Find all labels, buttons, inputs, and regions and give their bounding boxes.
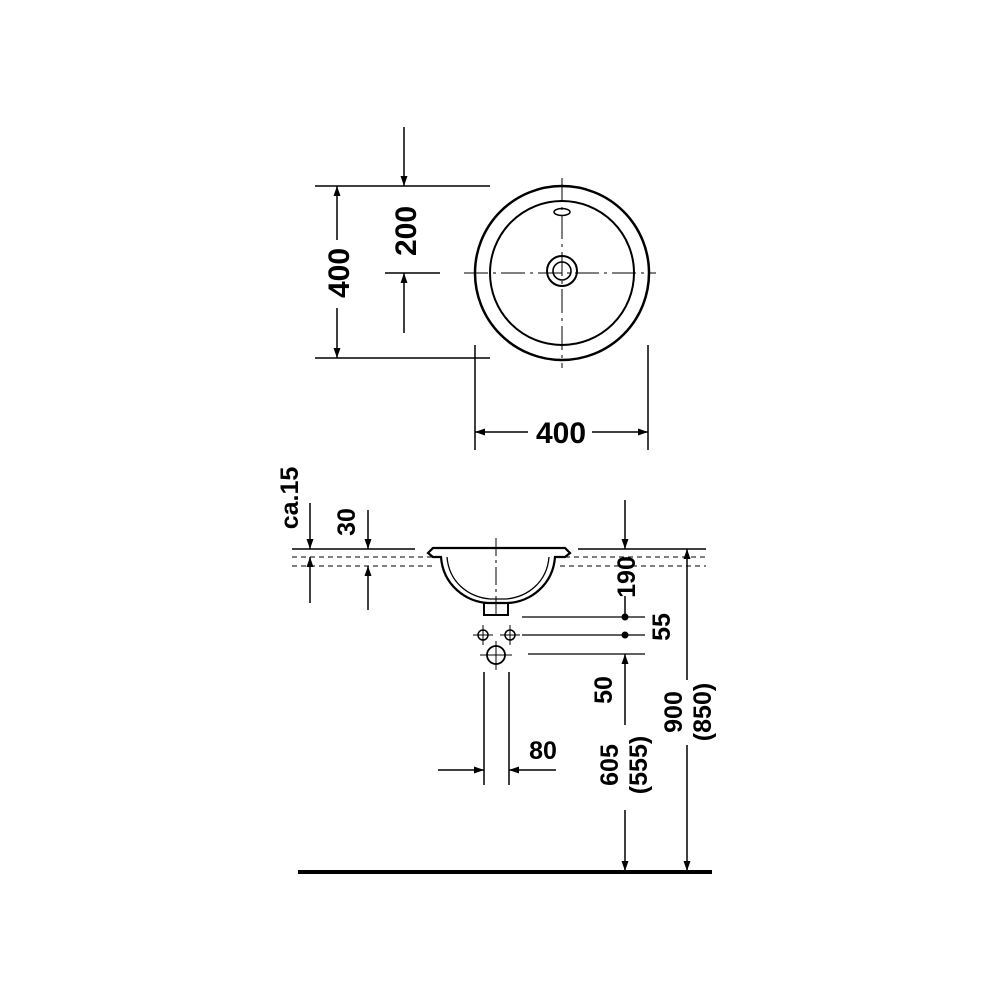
- dim-30-label: 30: [333, 508, 361, 536]
- dim-55-label: 55: [648, 613, 676, 641]
- dim-50-label: 50: [590, 676, 618, 704]
- side-view: [292, 500, 712, 874]
- dim-dot-spigot: [621, 613, 629, 621]
- dim-605-label: 605: [596, 744, 624, 786]
- dim-400-vertical-label: 400: [323, 248, 356, 298]
- dim-200-label: 200: [390, 206, 423, 256]
- top-view: [315, 127, 656, 450]
- dim-900-label: 900: [660, 691, 688, 733]
- dim-400-horizontal-label: 400: [536, 417, 586, 450]
- dim-555-label: (555): [625, 736, 653, 794]
- dim-dot-valves: [621, 631, 629, 639]
- dim-ca15-label: ca.15: [276, 467, 304, 530]
- dim-850-label: (850): [689, 683, 717, 741]
- dim-190-label: 190: [613, 556, 641, 598]
- basin-section-inner: [446, 556, 550, 600]
- basin-section-outline: [426, 546, 572, 605]
- dim-80-label: 80: [529, 737, 557, 765]
